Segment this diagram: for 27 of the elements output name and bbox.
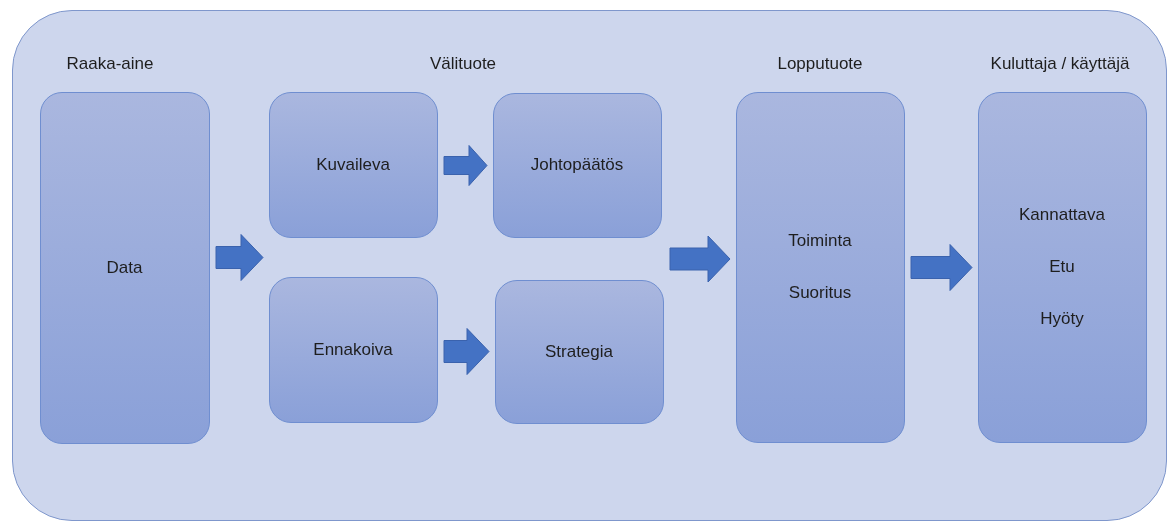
box-label: Data <box>106 257 143 278</box>
column-heading: Lopputuote <box>777 54 863 74</box>
process-box <box>735 91 905 443</box>
box-label: Hyöty <box>1040 309 1084 329</box>
process-box <box>492 92 662 238</box>
box-label: Kannattava <box>1019 205 1105 225</box>
process-box <box>494 279 664 424</box>
process-box <box>39 91 210 444</box>
block-arrow <box>443 328 490 375</box>
column-heading: Välituote <box>429 54 497 74</box>
box-label: Ennakoiva <box>313 339 393 360</box>
block-arrow <box>669 235 731 283</box>
box-label: Kuvaileva <box>316 154 390 175</box>
block-arrow <box>443 145 488 186</box>
block-arrow <box>215 234 264 281</box>
process-box <box>268 276 438 423</box>
background-panel <box>12 10 1167 521</box>
column-heading: Raaka-aine <box>66 54 154 74</box>
box-label: Suoritus <box>788 283 852 303</box>
process-box <box>977 91 1147 443</box>
column-heading: Kuluttaja / käyttäjä <box>990 54 1130 74</box>
box-label: Etu <box>1049 257 1075 277</box>
box-label: Toiminta <box>788 231 852 251</box>
box-label: Strategia <box>544 341 613 362</box>
block-arrow <box>910 244 973 291</box>
box-label: Johtopäätös <box>530 155 624 175</box>
process-box <box>268 91 438 238</box>
